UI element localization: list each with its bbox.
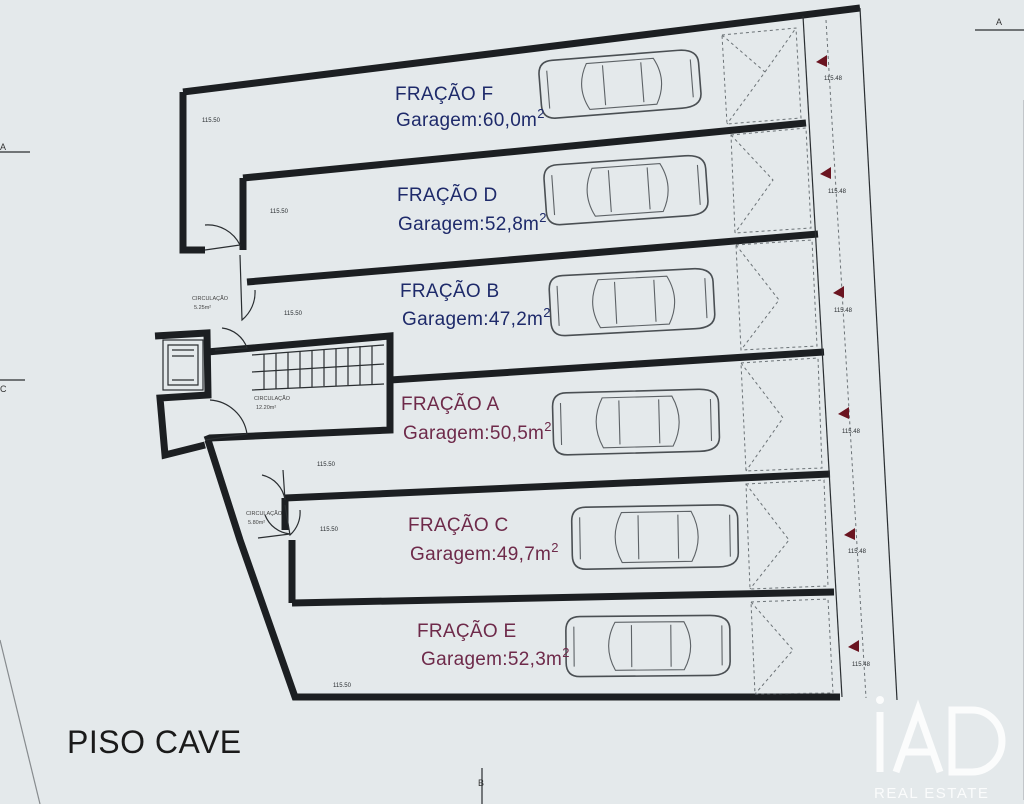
partition-d-b [246,230,819,286]
partition-f-d [242,119,807,182]
outer-wall-left-lower [204,438,840,701]
level-tag: 115.50 [270,209,289,215]
level-tag-right: 115.48 [834,308,853,314]
right-wall [859,7,898,701]
car-icon [543,154,709,226]
section-marks: A A C B [0,17,1024,804]
circulation-labels: CIRCULAÇÃO 5.25m² CIRCULAÇÃO 12.20m² CIR… [192,295,291,526]
right-wall-inner [825,19,867,699]
outer-wall-top [182,4,861,96]
site-boundary-line [0,639,41,804]
section-mark-a-left: A [0,142,6,152]
circulation-label: CIRCULAÇÃO [192,295,229,302]
level-tag-right: 115.48 [852,662,871,668]
partition-c-e [291,588,835,607]
level-tag: 115.50 [284,311,303,317]
outer-wall [179,92,205,254]
section-mark-a-right: A [996,17,1002,27]
cars [538,49,740,678]
car-icon [570,504,740,570]
floor-title: PISO CAVE [67,724,242,760]
unit-title: FRAÇÃO A [401,393,500,415]
level-tag: 115.50 [202,118,221,124]
car-icon [548,267,716,337]
entrance-marker [848,640,859,652]
unit-area: Garagem:47,2m2 [402,305,551,330]
car-icon [538,49,702,119]
partition-b-a [389,348,825,384]
level-tag: 115.50 [320,527,339,533]
level-tag: 115.50 [333,683,352,689]
circulation-area: 12.20m² [256,405,276,411]
car-icon [565,614,731,678]
unit-area: Garagem:52,8m2 [398,210,547,235]
level-tag-right: 115.48 [828,189,847,195]
entrance-marker [844,528,855,540]
level-tag-right: 115.48 [842,429,861,435]
partition-a-c [284,470,831,502]
entrance-marker [820,167,831,179]
door-swings [204,224,301,539]
section-mark-b: B [478,778,484,788]
level-tag: 115.50 [317,462,336,468]
level-tag-right: 115.48 [824,76,843,82]
unit-area: Garagem:52,3m2 [421,645,570,670]
entrance-marker [816,55,827,67]
entrance-marker [838,407,849,419]
unit-title: FRAÇÃO D [397,184,498,206]
door-zones [721,27,834,695]
unit-title: FRAÇÃO F [395,83,493,105]
right-line [802,15,843,698]
circulation-label: CIRCULAÇÃO [254,395,291,402]
unit-area: Garagem:49,7m2 [410,540,559,565]
circulation-area: 5.25m² [194,305,211,311]
stair-core [154,329,394,460]
watermark-text: REAL ESTATE [874,785,990,802]
unit-title: FRAÇÃO B [400,280,500,302]
unit-area: Garagem:50,5m2 [403,419,552,444]
car-icon [551,388,721,456]
circulation-label: CIRCULAÇÃO [246,510,283,517]
unit-title: FRAÇÃO C [408,514,509,536]
entrance-markers [816,55,859,652]
section-mark-c-left: C [0,384,7,394]
level-tag-right: 115.48 [848,549,867,555]
entrance-marker [833,286,844,298]
level-tags: 115.50 115.50 115.50 115.50 115.50 115.5… [202,76,871,689]
unit-title: FRAÇÃO E [417,620,517,642]
circulation-area: 5.80m² [248,520,265,526]
iad-logo [876,696,1006,776]
unit-area: Garagem:60,0m2 [396,106,545,131]
